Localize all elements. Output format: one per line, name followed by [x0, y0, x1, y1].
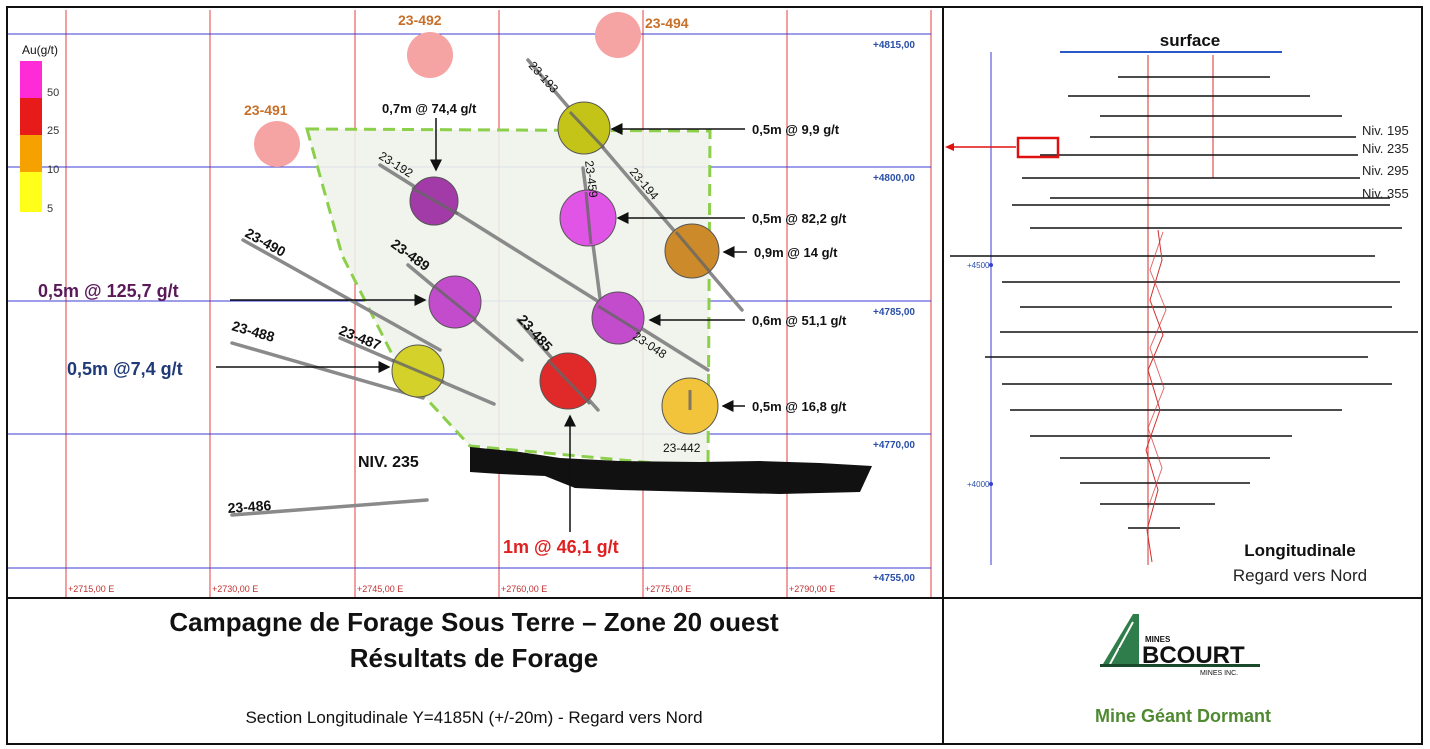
planned-holes — [254, 12, 641, 167]
hole-label: 23-193 — [526, 59, 562, 96]
section-location-box — [1016, 136, 1060, 159]
surface-label: surface — [1160, 31, 1220, 50]
planned-hole-marker — [595, 12, 641, 58]
abcourt-logo: MINES BCOURT MINES INC. — [1100, 614, 1260, 677]
longitudinal-caption: Longitudinale Regard vers Nord — [1200, 538, 1400, 588]
intersections — [391, 101, 720, 435]
planned-hole-marker — [407, 32, 453, 78]
result-label-highlight: 0,5m @7,4 g/t — [67, 359, 183, 379]
section-view: +4815,00 +4800,00 +4785,00 +4770,00 +475… — [8, 10, 932, 597]
easting-label: +2760,00 E — [501, 584, 547, 594]
hole-trace-23-488 — [230, 341, 425, 400]
elevation-label: +4500 — [967, 261, 990, 270]
planned-hole-marker — [254, 121, 300, 167]
legend-tick: 5 — [47, 203, 53, 215]
level-label: Niv. 355 — [1362, 186, 1409, 201]
longitudinal-view: surface +4500 +4000 — [945, 31, 1418, 565]
logo-brand: BCOURT — [1142, 642, 1245, 669]
hole-trace-23-486 — [230, 498, 429, 517]
legend-swatch-10 — [20, 135, 42, 172]
easting-label: +2745,00 E — [357, 584, 403, 594]
result-label: 0,5m @ 16,8 g/t — [752, 399, 847, 414]
easting-label: +2775,00 E — [645, 584, 691, 594]
elevation-label: +4000 — [967, 480, 990, 489]
result-label: 0,5m @ 9,9 g/t — [752, 122, 840, 137]
legend-swatch-25 — [20, 98, 42, 135]
easting-label: +2790,00 E — [789, 584, 835, 594]
northing-label: +4770,00 — [873, 440, 915, 451]
level-drifts — [950, 76, 1418, 529]
logo-mines-inc: MINES INC. — [1200, 670, 1238, 677]
drawing-title-2: Résultats de Forage — [349, 643, 599, 673]
result-label: 0,9m @ 14 g/t — [754, 245, 838, 260]
hole-label: 23-492 — [398, 12, 442, 28]
northing-label: +4785,00 — [873, 307, 915, 318]
easting-gridlines — [65, 10, 932, 597]
northing-label: +4800,00 — [873, 173, 915, 184]
result-label: 0,7m @ 74,4 g/t — [382, 101, 477, 116]
legend-tick: 50 — [47, 87, 59, 99]
drawing-title: Campagne de Forage Sous Terre – Zone 20 … — [169, 607, 779, 637]
result-label-highlight: 0,5m @ 125,7 g/t — [38, 281, 179, 301]
level-label: Niv. 295 — [1362, 163, 1409, 178]
ramp-trace — [1145, 229, 1164, 563]
outer-border — [6, 6, 1423, 745]
logo-block: Mine Géant Dormant — [946, 600, 1420, 744]
legend-tick: 10 — [47, 164, 59, 176]
result-label: 0,5m @ 82,2 g/t — [752, 211, 847, 226]
result-label-highlight: 1m @ 46,1 g/t — [503, 537, 619, 557]
drawing-subtitle: Section Longitudinale Y=4185N (+/-20m) -… — [245, 708, 703, 727]
legend-swatch-50 — [20, 61, 42, 98]
longitudinal-title: Longitudinale — [1244, 541, 1356, 560]
hole-label: 23-491 — [244, 102, 288, 118]
hole-label: 23-494 — [645, 15, 689, 31]
hole-label: 23-486 — [227, 497, 272, 516]
logo-mines-top: MINES — [1145, 635, 1171, 644]
title-block: Campagne de Forage Sous Terre – Zone 20 … — [8, 600, 940, 744]
hole-label: 23-488 — [230, 318, 277, 345]
level-label: NIV. 235 — [358, 454, 419, 471]
easting-label: +2730,00 E — [212, 584, 258, 594]
hole-label: 23-442 — [663, 441, 701, 455]
mine-name: Mine Géant Dormant — [1094, 706, 1272, 726]
result-label: 0,6m @ 51,1 g/t — [752, 313, 847, 328]
level-label: Niv. 195 — [1362, 123, 1409, 138]
hole-label: 23-459 — [582, 160, 600, 199]
northing-label: +4755,00 — [873, 573, 915, 584]
longitudinal-subtitle: Regard vers Nord — [1232, 566, 1368, 585]
legend-swatch-5 — [20, 172, 42, 212]
hole-trace-23-490 — [241, 238, 442, 352]
legend-title: Au(g/t) — [22, 43, 58, 57]
level-label: Niv. 235 — [1362, 141, 1409, 156]
northing-label: +4815,00 — [873, 40, 915, 51]
easting-label: +2715,00 E — [68, 584, 114, 594]
grade-legend: Au(g/t) 50 25 10 5 — [20, 43, 59, 215]
legend-tick: 25 — [47, 125, 59, 137]
